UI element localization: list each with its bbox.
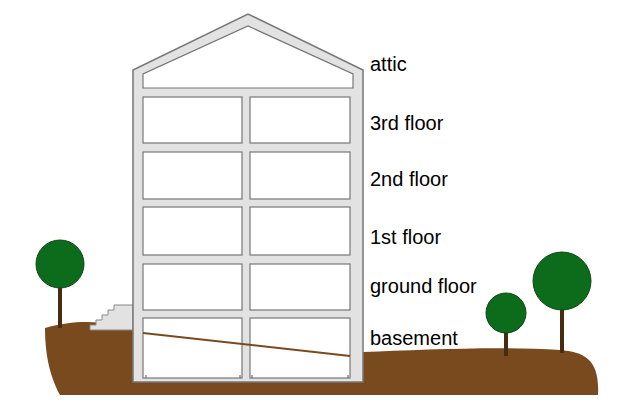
floor-label: 1st floor [370,225,441,249]
floor-label: attic [370,52,407,76]
tree-crown [36,240,84,288]
floor-label: ground floor [370,274,477,298]
stairs [90,305,133,330]
rooms [143,97,350,378]
floor-label: 3rd floor [370,111,443,135]
tree-trunk [58,285,62,328]
ground-line [143,333,350,356]
tree-trunk [560,305,564,353]
floor-label: 2nd floor [370,167,448,191]
tree-trunk [504,330,508,356]
building-wall [133,14,363,382]
floor-label: basement [370,326,458,350]
floor-marks [146,375,348,378]
tree-crown [533,252,591,310]
attic-room [143,26,353,88]
tree-crown [486,293,526,333]
